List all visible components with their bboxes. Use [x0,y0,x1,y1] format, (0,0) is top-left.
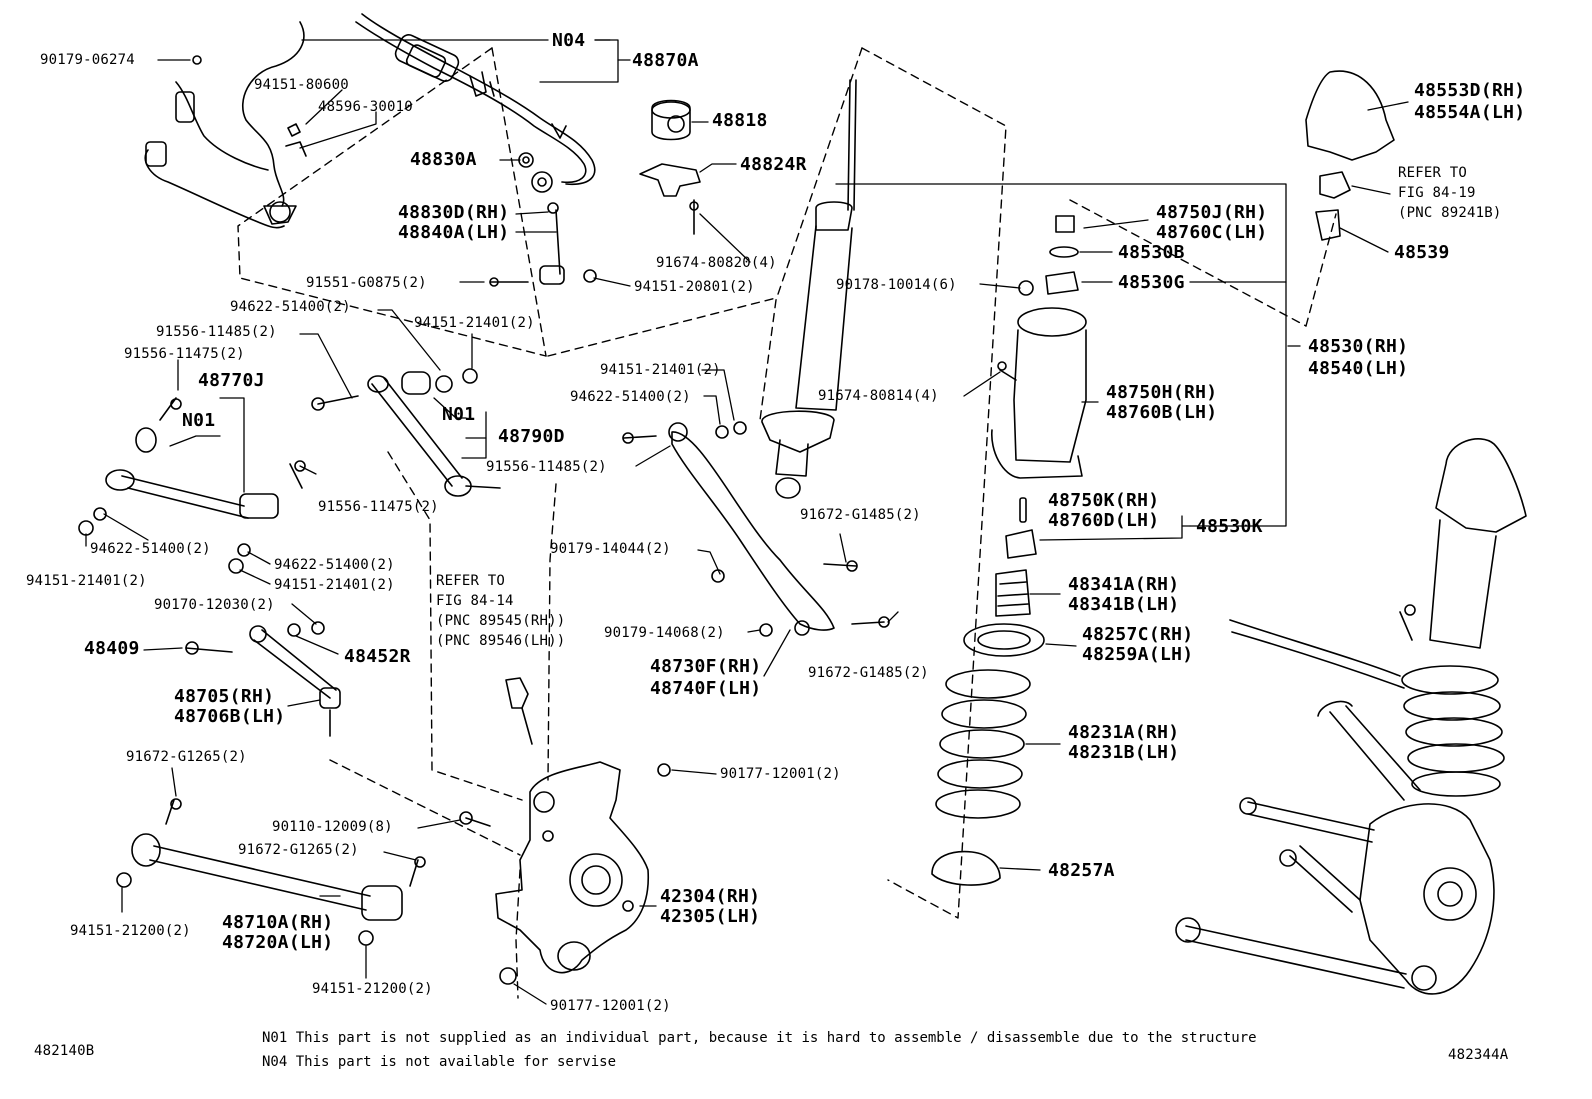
spring-cover-parts [1305,70,1395,241]
part-label-94622-51400-d: 94622-51400(2) [274,557,395,573]
part-label-48341A-rh: 48341A(RH) [1068,574,1180,595]
part-label-91556-11475-b: 91556-11475(2) [318,499,439,515]
refer-pnc-89545: (PNC 89545(RH)) [436,613,566,629]
part-label-48530B: 48530B [1118,242,1185,263]
part-label-48790D: 48790D [498,426,565,447]
knuckle-42304 [459,677,671,985]
part-label-48530G: 48530G [1118,272,1185,293]
part-label-94151-21200-a: 94151-21200(2) [70,923,191,939]
part-label-48341B-lh: 48341B(LH) [1068,594,1180,615]
lower-arm-48710A [116,798,426,946]
part-label-48750J-rh: 48750J(RH) [1156,202,1268,223]
part-label-48760B-lh: 48760B(LH) [1106,402,1218,423]
part-label-48540-lh: 48540(LH) [1308,358,1409,379]
part-label-48257A: 48257A [1048,860,1115,881]
part-label-48409: 48409 [84,638,140,659]
part-label-91556-11485-b: 91556-11485(2) [486,459,607,475]
part-label-90179-06274: 90179-06274 [40,52,135,68]
part-label-90170-12030: 90170-12030(2) [154,597,275,613]
stabilizer-bar-assembly [144,13,596,229]
refer-to-label-b: REFER TO [1398,165,1468,181]
part-label-48530K: 48530K [1196,516,1263,537]
part-label-90179-14068: 90179-14068(2) [604,625,725,641]
part-label-48539: 48539 [1394,242,1450,263]
part-label-42305-lh: 42305(LH) [660,906,761,927]
note-ref-n01-a: N01 [182,410,216,431]
part-label-94151-21401-d: 94151-21401(2) [274,577,395,593]
part-label-48706B-lh: 48706B(LH) [174,706,286,727]
refer-to-label-a: REFER TO [436,573,506,589]
note-n01-text: N01 This part is not supplied as an indi… [262,1030,1257,1046]
part-label-48730F-rh: 48730F(RH) [650,656,762,677]
part-label-48750H-rh: 48750H(RH) [1106,382,1218,403]
part-label-48553D-rh: 48553D(RH) [1414,80,1526,101]
part-label-48720A-lh: 48720A(LH) [222,932,334,953]
part-label-48452R: 48452R [344,646,411,667]
part-label-94151-21401-c: 94151-21401(2) [26,573,147,589]
part-label-48870A: 48870A [632,50,699,71]
part-label-48705-rh: 48705(RH) [174,686,275,707]
part-label-94151-21200-b: 94151-21200(2) [312,981,433,997]
part-label-48830A: 48830A [410,149,477,170]
part-label-91556-11485-a: 91556-11485(2) [156,324,277,340]
part-label-48710A-rh: 48710A(RH) [222,912,334,933]
part-label-42304-rh: 42304(RH) [660,886,761,907]
illustration-code-right: 482344A [1448,1047,1509,1063]
note-ref-n04: N04 [552,30,586,51]
part-label-48596-30010: 48596-30010 [318,99,413,115]
part-label-94151-21401-a: 94151-21401(2) [414,315,535,331]
part-label-48750K-rh: 48750K(RH) [1048,490,1160,511]
part-label-94622-51400-c: 94622-51400(2) [90,541,211,557]
part-label-48770J: 48770J [198,370,265,391]
part-label-91672-G1485-b: 91672-G1485(2) [808,665,929,681]
part-label-94622-51400-b: 94622-51400(2) [570,389,691,405]
part-label-48740F-lh: 48740F(LH) [650,678,762,699]
part-label-48830D-rh: 48830D(RH) [398,202,510,223]
part-label-48530-rh: 48530(RH) [1308,336,1409,357]
part-label-48231A-rh: 48231A(RH) [1068,722,1180,743]
part-label-48824R: 48824R [740,154,807,175]
part-label-48840A-lh: 48840A(LH) [398,222,510,243]
part-label-94151-21401-b: 94151-21401(2) [600,362,721,378]
shock-absorber [761,79,857,499]
part-label-90177-12001-b: 90177-12001(2) [550,998,671,1014]
illustration-code-left: 482140B [34,1043,95,1059]
part-label-91672-G1485-a: 91672-G1485(2) [800,507,921,523]
part-label-94622-51400-a: 94622-51400(2) [230,299,351,315]
part-label-48760C-lh: 48760C(LH) [1156,222,1268,243]
part-label-91556-11475-a: 91556-11475(2) [124,346,245,362]
part-label-91672-G1265-a: 91672-G1265(2) [126,749,247,765]
refer-pnc-89241B: (PNC 89241B) [1398,205,1502,221]
part-label-90179-14044: 90179-14044(2) [550,541,671,557]
part-label-48818: 48818 [712,110,768,131]
leader-lines [85,39,1409,1005]
part-label-90110-12009: 90110-12009(8) [272,819,393,835]
bushing-and-bracket-parts [489,99,701,287]
assembled-suspension-view [1175,438,1527,995]
refer-pnc-89546: (PNC 89546(LH)) [436,633,566,649]
part-label-94151-20801: 94151-20801(2) [634,279,755,295]
note-ref-n01-b: N01 [442,404,476,425]
part-label-90178-10014: 90178-10014(6) [836,277,957,293]
part-label-48257C-rh: 48257C(RH) [1082,624,1194,645]
trailing-arm-48730F [622,421,890,637]
part-label-48231B-lh: 48231B(LH) [1068,742,1180,763]
part-label-90177-12001-a: 90177-12001(2) [720,766,841,782]
part-label-48259A-lh: 48259A(LH) [1082,644,1194,665]
part-label-91551-G0875: 91551-G0875(2) [306,275,427,291]
note-n04-text: N04 This part is not available for servi… [262,1054,617,1070]
part-label-48760D-lh: 48760D(LH) [1048,510,1160,531]
part-label-91672-G1265-b: 91672-G1265(2) [238,842,359,858]
part-label-94151-80600: 94151-80600 [254,77,349,93]
part-label-91674-80820: 91674-80820(4) [656,255,777,271]
refer-fig-84-19: FIG 84-19 [1398,185,1476,201]
part-label-48554A-lh: 48554A(LH) [1414,102,1526,123]
spring-and-mount-parts [931,215,1087,886]
part-label-91674-80814: 91674-80814(4) [818,388,939,404]
refer-fig-84-14: FIG 84-14 [436,593,514,609]
group-dashed-outlines [237,47,1337,999]
